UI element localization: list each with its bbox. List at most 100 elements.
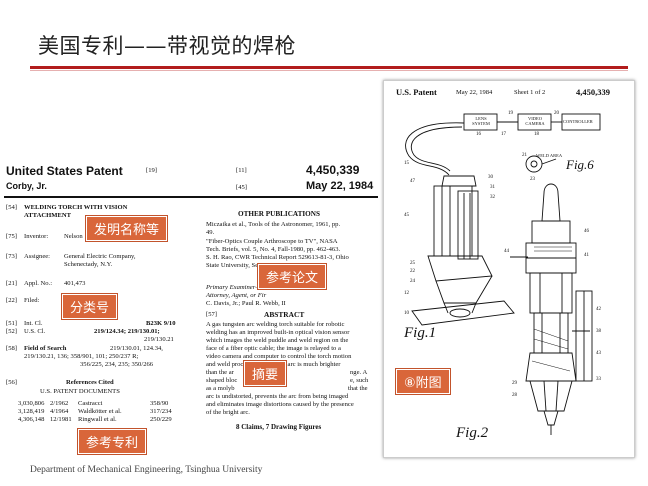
field-52-code: [52] bbox=[6, 328, 17, 335]
ref-28: 28 bbox=[512, 393, 517, 398]
fig-2-label: Fig.2 bbox=[456, 425, 489, 441]
fig-1-label: Fig.1 bbox=[404, 325, 437, 341]
field-56-label: References Cited bbox=[66, 379, 114, 386]
ref-21: 21 bbox=[522, 153, 527, 158]
ref-row-2-num: 3,128,419 bbox=[18, 408, 45, 415]
abstract-line-8: shaped bloc bbox=[206, 377, 238, 384]
abstract-line-10: arc is undistorted, prevents the arc fro… bbox=[206, 393, 349, 400]
ref-44: 44 bbox=[504, 249, 509, 254]
field-21-label: Appl. No.: bbox=[24, 280, 53, 287]
abstract-line-5: video camera and computer to control the… bbox=[206, 353, 352, 360]
ref-22: 22 bbox=[410, 269, 415, 274]
field-54-line1: WELDING TORCH WITH VISION bbox=[24, 204, 128, 211]
other-pub-line4: Tech. Briefs, vol. 5, No. 4, Fall-1980, … bbox=[206, 246, 341, 253]
drawing-sheet: U.S. Patent May 22, 1984 Sheet 1 of 2 4,… bbox=[383, 80, 635, 458]
field-54-code: [54] bbox=[6, 204, 17, 211]
field-21-value: 401,473 bbox=[64, 280, 86, 287]
ref-23: 23 bbox=[530, 177, 535, 182]
field-56-code: [56] bbox=[6, 379, 17, 386]
ref-16: 16 bbox=[476, 132, 481, 137]
field-51-label: Int. Cl. bbox=[24, 320, 43, 327]
field-21-code: [21] bbox=[6, 280, 17, 287]
lens-system-box-label: LENS SYSTEM bbox=[472, 116, 490, 126]
ref-row-3-name: Ringwall et al. bbox=[78, 416, 117, 423]
abstract-line-7: than the ar bbox=[206, 369, 234, 376]
field-75-value: Nelson bbox=[64, 233, 83, 240]
fig-6-label: Fig.6 bbox=[566, 157, 594, 172]
field-75-code: [75] bbox=[6, 233, 17, 240]
field-22-code: [22] bbox=[6, 297, 17, 304]
drawing-figures bbox=[405, 113, 601, 435]
ref-row-1-name: Castracci bbox=[78, 400, 103, 407]
examiner-line3: C. Davis, Jr.; Paul R. Webb, II bbox=[206, 300, 286, 307]
ref-row-2-cls: 317/234 bbox=[150, 408, 172, 415]
title-underline-thin bbox=[30, 70, 628, 71]
title-underline bbox=[30, 66, 628, 69]
ref-row-2-name: Waldkötter et al. bbox=[78, 408, 122, 415]
tag-references: 参考论文 bbox=[258, 264, 327, 289]
tag-drawings: ⑧附图 bbox=[396, 369, 450, 394]
patent-number: 4,450,339 bbox=[306, 163, 360, 177]
abstract-heading: ABSTRACT bbox=[264, 310, 305, 319]
other-pub-line2: 49. bbox=[206, 229, 215, 236]
ref-19: 19 bbox=[508, 111, 513, 116]
field-51-value: B23K 9/10 bbox=[146, 320, 176, 327]
abstract-line-8-end: e, such bbox=[350, 377, 369, 384]
field-75-label: Inventor: bbox=[24, 233, 49, 240]
ref-47: 47 bbox=[410, 179, 415, 184]
field-58-label: Field of Search bbox=[24, 345, 67, 352]
abstract-line-2: welding has an improved built-in optical… bbox=[206, 329, 350, 336]
abstract-line-1: A gas tungsten arc welding torch suitabl… bbox=[206, 321, 345, 328]
slide-footer: Department of Mechanical Engineering, Ts… bbox=[30, 465, 263, 475]
other-pub-line1: Miczaika et al., Tools of the Astronomer… bbox=[206, 221, 341, 228]
ref-row-1-date: 2/1962 bbox=[50, 400, 69, 407]
sheet-header-number: 4,450,339 bbox=[576, 87, 610, 97]
ref-30: 30 bbox=[488, 175, 493, 180]
ref-row-3-date: 12/1981 bbox=[50, 416, 72, 423]
field-51-code: [51] bbox=[6, 320, 17, 327]
ref-29: 29 bbox=[512, 381, 517, 386]
tag-classification: 分类号 bbox=[62, 294, 118, 319]
sheet-header-left: U.S. Patent bbox=[396, 87, 437, 97]
field-22-label: Filed: bbox=[24, 297, 40, 304]
patent-front-page: United States Patent [19] [11] 4,450,339… bbox=[0, 158, 382, 458]
abstract-line-11: and eliminates image distortions caused … bbox=[206, 401, 354, 408]
field-73-line2: Schenectady, N.Y. bbox=[64, 261, 113, 268]
ref-20: 20 bbox=[554, 111, 559, 116]
other-publications-heading: OTHER PUBLICATIONS bbox=[238, 210, 320, 218]
patent-header-ref: [19] bbox=[146, 167, 157, 174]
ref-row-3-cls: 250/229 bbox=[150, 416, 172, 423]
patent-date-ref: [45] bbox=[236, 184, 247, 191]
weld-area-label: WELD AREA bbox=[536, 153, 563, 158]
ref-row-1-num: 3,030,806 bbox=[18, 400, 45, 407]
ref-43: 43 bbox=[596, 351, 601, 356]
other-pub-line3: "Fiber-Optics Couple Arthroscope to TV",… bbox=[206, 238, 338, 245]
abstract-line-9: as a molyb bbox=[206, 385, 235, 392]
abstract-line-3: which images the weld puddle and weld re… bbox=[206, 337, 349, 344]
patent-header-rule bbox=[4, 196, 378, 198]
ref-row-3-num: 4,306,148 bbox=[18, 416, 45, 423]
field-52-label: U.S. Cl. bbox=[24, 328, 46, 335]
field-58-line1: 219/130.01, 124.34, bbox=[110, 345, 163, 352]
ref-46: 46 bbox=[584, 229, 589, 234]
examiner-line2: Attorney, Agent, or Fir bbox=[206, 292, 267, 299]
ref-12: 12 bbox=[404, 291, 409, 296]
abstract-line-12: of the bright arc. bbox=[206, 409, 250, 416]
tag-invention-name: 发明名称等 bbox=[86, 216, 168, 241]
patent-date: May 22, 1984 bbox=[306, 180, 374, 192]
field-58-code: [58] bbox=[6, 345, 17, 352]
ref-31: 31 bbox=[490, 185, 495, 190]
abstract-code: [57] bbox=[206, 311, 217, 318]
claims-line: 8 Claims, 7 Drawing Figures bbox=[236, 423, 322, 431]
ref-17: 17 bbox=[501, 132, 506, 137]
tag-reference-patents: 参考专利 bbox=[78, 429, 147, 454]
ref-42: 42 bbox=[596, 307, 601, 312]
slide-title: 美国专利——带视觉的焊枪 bbox=[38, 34, 296, 58]
field-54-line2: ATTACHMENT bbox=[24, 212, 72, 219]
ref-41: 41 bbox=[584, 253, 589, 258]
field-52-line1: 219/124.34; 219/130.01; bbox=[94, 328, 160, 335]
field-73-label: Assignee: bbox=[24, 253, 51, 260]
sheet-header-date: May 22, 1984 bbox=[456, 89, 493, 96]
tag-abstract: 摘要 bbox=[244, 361, 287, 386]
